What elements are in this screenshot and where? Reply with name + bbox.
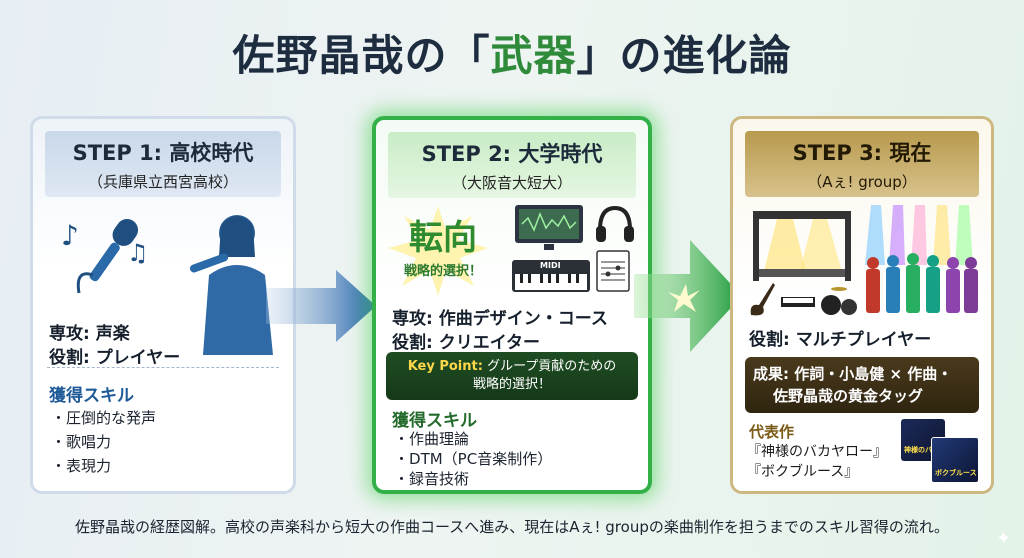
step1-header: STEP 1: 高校時代 （兵庫県立西宮高校） bbox=[45, 131, 281, 197]
turn-sub: 戦略的選択！ bbox=[403, 264, 482, 279]
keypoint-label: Key Point: bbox=[407, 359, 483, 374]
step1-role: 役割: プレイヤー bbox=[49, 348, 181, 368]
microphone-icon bbox=[76, 218, 139, 294]
step1-label: STEP 1: 高校時代 bbox=[72, 141, 254, 165]
arrow-right-icon bbox=[266, 270, 376, 342]
step2-skills-title: 獲得スキル bbox=[392, 411, 477, 431]
result-text: 佐野晶哉の黄金タッグ bbox=[773, 387, 924, 405]
title-post: 」の進化論 bbox=[576, 31, 792, 80]
work-item: 『神様のバカヤロー』 bbox=[747, 444, 887, 460]
monitor-icon bbox=[515, 205, 583, 250]
midi-label: MIDI bbox=[540, 261, 561, 270]
album-cover-image: ボクブルース bbox=[931, 437, 979, 483]
step3-header: STEP 3: 現在 （Aぇ! group） bbox=[745, 131, 979, 197]
title-pre: 佐野晶哉の「 bbox=[232, 31, 491, 80]
keypoint-box: Key Point: グループ貢献のための 戦略的選択！ bbox=[386, 352, 638, 400]
step2-skill-item: 作曲理論 bbox=[394, 428, 469, 449]
step3-card: STEP 3: 現在 （Aぇ! group） bbox=[730, 116, 994, 494]
members-silhouette-icon bbox=[865, 205, 978, 313]
page-title: 佐野晶哉の「武器」の進化論 bbox=[0, 22, 1024, 82]
step2-header: STEP 2: 大学時代 （大阪音大短大） bbox=[388, 132, 636, 198]
arrow-right-icon bbox=[634, 240, 742, 352]
sheet-music-icon bbox=[596, 250, 630, 292]
keypoint-text: グループ貢献のための bbox=[487, 359, 617, 374]
stage-truss-icon bbox=[753, 211, 851, 281]
step1-skills-title: 獲得スキル bbox=[49, 386, 134, 406]
band-instruments-icon bbox=[750, 283, 857, 316]
step2-role: 役割: クリエイター bbox=[392, 333, 541, 353]
starburst-icon bbox=[388, 206, 488, 296]
step3-role: 役割: マルチプレイヤー bbox=[749, 330, 932, 350]
title-accent: 武器 bbox=[490, 31, 577, 80]
step2-skill-item: DTM（PC音楽制作） bbox=[394, 448, 552, 469]
result-text: 成果: 作詞・小島健 × 作曲・ bbox=[753, 365, 953, 383]
step1-skill-item: 歌唱力 bbox=[51, 431, 111, 452]
step2-card: STEP 2: 大学時代 （大阪音大短大） 転向 戦略的選択！ MIDI 専攻:… bbox=[372, 116, 652, 494]
cover-title: 神様のバカ bbox=[904, 446, 939, 454]
step1-major: 専攻: 声楽 bbox=[49, 324, 130, 344]
step1-skill-item: 表現力 bbox=[51, 455, 111, 476]
sparkle-icon: ✦ bbox=[996, 528, 1012, 549]
keypoint-text: 戦略的選択！ bbox=[472, 377, 551, 392]
step3-label: STEP 3: 現在 bbox=[792, 141, 932, 165]
result-box: 成果: 作詞・小島健 × 作曲・ 佐野晶哉の黄金タッグ bbox=[745, 357, 979, 413]
step1-skill-item: 圧倒的な発声 bbox=[51, 407, 156, 428]
step2-major: 専攻: 作曲デザイン・コース bbox=[392, 309, 608, 329]
step2-sub: （大阪音大短大） bbox=[451, 174, 572, 192]
divider bbox=[47, 367, 279, 368]
work-item: 『ボクブルース』 bbox=[747, 464, 859, 480]
step2-label: STEP 2: 大学時代 bbox=[421, 142, 603, 166]
caption: 佐野晶哉の経歴図解。高校の声楽科から短大の作曲コースへ進み、現在はAぇ! gro… bbox=[74, 518, 949, 536]
step1-sub: （兵庫県立西宮高校） bbox=[87, 173, 238, 191]
works-title: 代表作 bbox=[749, 423, 795, 441]
music-note-icon: ♫ bbox=[127, 239, 149, 267]
singer-silhouette-icon bbox=[189, 215, 273, 355]
cover-title: ボクブルース bbox=[935, 469, 977, 477]
step1-card: STEP 1: 高校時代 （兵庫県立西宮高校） ♪ ♫ 専攻: 声楽 役割: プ… bbox=[30, 116, 296, 494]
midi-keyboard-icon bbox=[512, 260, 590, 292]
music-note-icon: ♪ bbox=[61, 219, 79, 252]
turn-label: 転向 bbox=[409, 218, 477, 258]
headphones-icon bbox=[596, 205, 634, 242]
step3-sub: （Aぇ! group） bbox=[807, 173, 917, 191]
step2-skill-item: 録音技術 bbox=[394, 468, 469, 489]
